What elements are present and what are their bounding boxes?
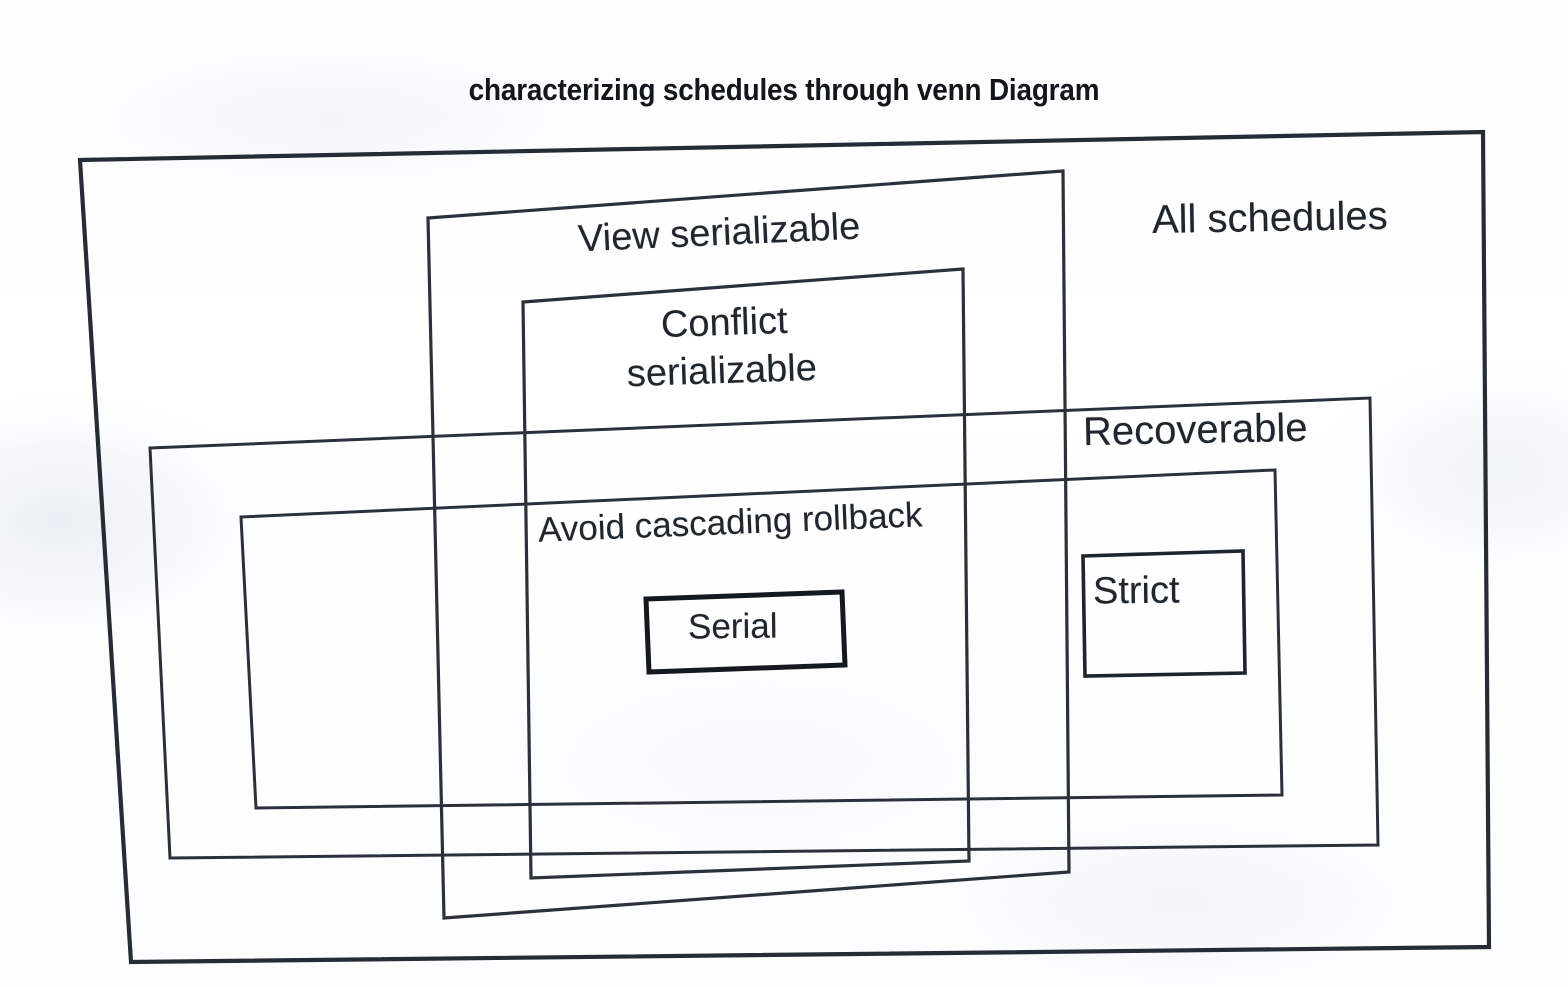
region-all-schedules (77, 129, 1492, 965)
region-serial (643, 589, 848, 675)
label-recoverable: Recoverable (1082, 405, 1308, 455)
page-title: characterizing schedules through venn Di… (468, 72, 1100, 107)
label-serial: Serial (687, 606, 778, 647)
region-view-serializable (426, 169, 1071, 920)
region-avoid-cascading-rollback (239, 468, 1284, 810)
region-conflict-serializable (521, 267, 971, 880)
label-conflict-line1: Conflict (660, 299, 789, 347)
label-strict: Strict (1092, 569, 1180, 613)
region-strict (1081, 549, 1247, 678)
label-conflict-line2: serializable (626, 346, 818, 396)
label-all-schedules: All schedules (1151, 193, 1389, 243)
